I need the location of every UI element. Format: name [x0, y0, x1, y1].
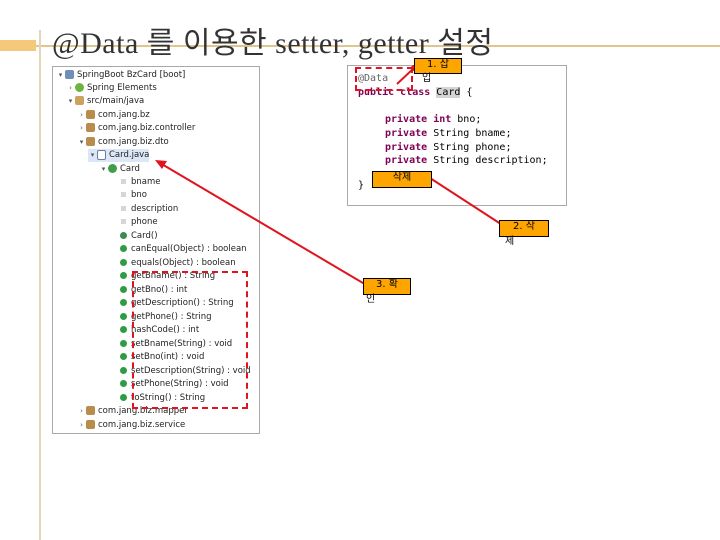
tree-project[interactable]: ▾SpringBoot BzCard [boot] — [56, 69, 185, 82]
callout-delete-wrap: 제 — [505, 236, 515, 247]
tree-item[interactable]: getBno() : int — [119, 284, 187, 297]
method-icon — [120, 286, 127, 293]
tree-item[interactable]: bno — [119, 189, 147, 202]
field-icon — [121, 192, 126, 197]
arrow-insert — [396, 67, 415, 85]
package-explorer: ▾SpringBoot BzCard [boot] ›Spring Elemen… — [52, 66, 260, 434]
tree-item[interactable]: ▾Card — [99, 163, 140, 176]
tree-item[interactable]: ›com.jang.biz.controller — [77, 122, 195, 135]
package-icon — [86, 123, 95, 132]
code-line-field: private String description; — [385, 155, 548, 166]
method-icon — [120, 367, 127, 374]
title-underline — [36, 45, 720, 47]
code-line-field: private String phone; — [385, 142, 512, 153]
constructor-icon — [120, 232, 127, 239]
tree-item[interactable]: ›com.jang.biz.mapper — [77, 405, 188, 418]
tree-item[interactable]: description — [119, 203, 178, 216]
slide-title: @Data 를 이용한 setter, getter 설정 — [52, 27, 494, 60]
code-line-close: } — [358, 180, 365, 191]
collapse-icon[interactable]: ▾ — [79, 138, 84, 146]
expand-icon[interactable]: › — [80, 124, 83, 132]
annotation-highlight — [355, 67, 413, 91]
package-icon — [86, 420, 95, 429]
tree-item[interactable]: phone — [119, 216, 158, 229]
spring-icon — [75, 83, 84, 92]
tree-item[interactable]: Card() — [119, 230, 158, 243]
arrow-confirm — [159, 162, 369, 287]
tree-item[interactable]: ▾com.jang.biz.dto — [77, 136, 169, 149]
callout-insert-wrap: 입 — [422, 73, 432, 84]
tree-item-card-java[interactable]: ▾Card.java — [88, 149, 150, 162]
tree-item[interactable]: ▾src/main/java — [66, 95, 144, 108]
tree-item[interactable]: equals(Object) : boolean — [119, 257, 236, 270]
tree-item[interactable]: getDescription() : String — [119, 297, 234, 310]
callout-confirm: 3. 확 — [363, 278, 411, 295]
collapse-icon[interactable]: ▾ — [90, 151, 95, 159]
method-icon — [120, 353, 127, 360]
arrow-delete — [429, 177, 508, 229]
method-icon — [120, 313, 127, 320]
callout-insert: 1. 삽 — [414, 58, 462, 74]
field-icon — [121, 206, 126, 211]
title-accent-bar — [0, 40, 36, 51]
callout-confirm-wrap: 인 — [366, 294, 376, 305]
expand-icon[interactable]: › — [80, 111, 83, 119]
code-line-annotation: @Data — [358, 73, 389, 84]
package-icon — [86, 406, 95, 415]
method-icon — [120, 259, 127, 266]
code-line-field: private String bname; — [385, 128, 512, 139]
method-icon — [120, 272, 127, 279]
package-icon — [86, 137, 95, 146]
tree-item[interactable]: ›com.jang.bz — [77, 109, 150, 122]
tree-item[interactable]: setDescription(String) : void — [119, 365, 251, 378]
expand-icon[interactable]: › — [80, 407, 83, 415]
tree-item[interactable]: toString() : String — [119, 392, 205, 405]
method-icon — [120, 245, 127, 252]
tree-item[interactable]: ›Spring Elements — [66, 82, 157, 95]
method-icon — [120, 326, 127, 333]
method-icon — [120, 299, 127, 306]
collapse-icon[interactable]: ▾ — [58, 71, 63, 79]
field-icon — [121, 179, 126, 184]
tree-item[interactable]: ›com.jang.biz.service — [77, 419, 185, 432]
code-line-class: public class Card { — [358, 87, 473, 98]
java-file-icon — [97, 149, 106, 160]
package-icon — [86, 110, 95, 119]
code-line-field: private int bno; — [385, 114, 482, 125]
left-rule — [39, 30, 41, 540]
expand-icon[interactable]: › — [69, 84, 72, 92]
tree-item[interactable]: setBno(int) : void — [119, 351, 204, 364]
expand-icon[interactable]: › — [80, 421, 83, 429]
collapse-icon[interactable]: ▾ — [101, 165, 106, 173]
class-icon — [108, 164, 117, 173]
tree-item[interactable]: setBname(String) : void — [119, 338, 232, 351]
method-icon — [120, 394, 127, 401]
tree-item[interactable]: getBname() : String — [119, 270, 215, 283]
project-icon — [65, 70, 74, 79]
tree-item[interactable]: bname — [119, 176, 161, 189]
tree-item[interactable]: hashCode() : int — [119, 324, 199, 337]
arrow-confirm-head — [155, 160, 167, 169]
callout-delete: 2. 삭 — [499, 220, 549, 237]
tree-item[interactable]: setPhone(String) : void — [119, 378, 229, 391]
tree-item[interactable]: canEqual(Object) : boolean — [119, 243, 247, 256]
collapse-icon[interactable]: ▾ — [68, 97, 73, 105]
field-icon — [121, 219, 126, 224]
tree-item[interactable]: getPhone() : String — [119, 311, 212, 324]
callout-delete-marker: 삭제 — [372, 171, 432, 188]
method-icon — [120, 340, 127, 347]
method-icon — [120, 380, 127, 387]
source-folder-icon — [75, 96, 84, 105]
generated-methods-highlight — [132, 271, 248, 409]
